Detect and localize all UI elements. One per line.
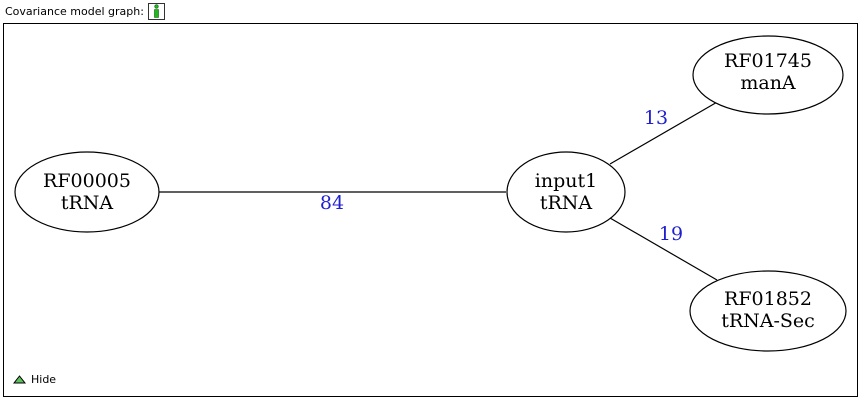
node-rf01852-id: RF01852 (724, 288, 812, 310)
info-button[interactable] (147, 2, 165, 20)
edge-label-19: 19 (659, 223, 683, 245)
graph-panel: 84 13 19 RF00005 tRNA input1 tRNA RF0174… (3, 23, 858, 397)
node-rf00005-id: RF00005 (43, 170, 131, 192)
node-rf01852[interactable]: RF01852 tRNA-Sec (689, 270, 847, 352)
edge-label-84: 84 (320, 192, 344, 214)
green-info-person-icon (154, 3, 159, 18)
node-rf00005[interactable]: RF00005 tRNA (14, 151, 160, 233)
node-input1-id: input1 (535, 170, 597, 192)
node-rf01745-name: manA (740, 72, 796, 94)
covariance-graph: 84 13 19 RF00005 tRNA input1 tRNA RF0174… (14, 35, 847, 352)
node-input1-name: tRNA (540, 192, 593, 214)
hide-label: Hide (31, 373, 57, 386)
edge-label-13: 13 (644, 107, 668, 129)
edge-input1-rf01745 (609, 100, 720, 165)
graph-title: Covariance model graph: (5, 4, 144, 18)
graph-header: Covariance model graph: (5, 1, 165, 21)
node-rf01745[interactable]: RF01745 manA (692, 35, 844, 115)
node-rf00005-name: tRNA (61, 192, 114, 214)
hide-graph-toggle[interactable]: Hide (13, 373, 56, 386)
node-rf01852-name: tRNA-Sec (721, 310, 815, 332)
node-rf01745-id: RF01745 (724, 50, 812, 72)
edge-input1-rf01852 (609, 217, 718, 281)
node-input1[interactable]: input1 tRNA (506, 151, 626, 233)
triangle-up-icon (13, 375, 26, 384)
